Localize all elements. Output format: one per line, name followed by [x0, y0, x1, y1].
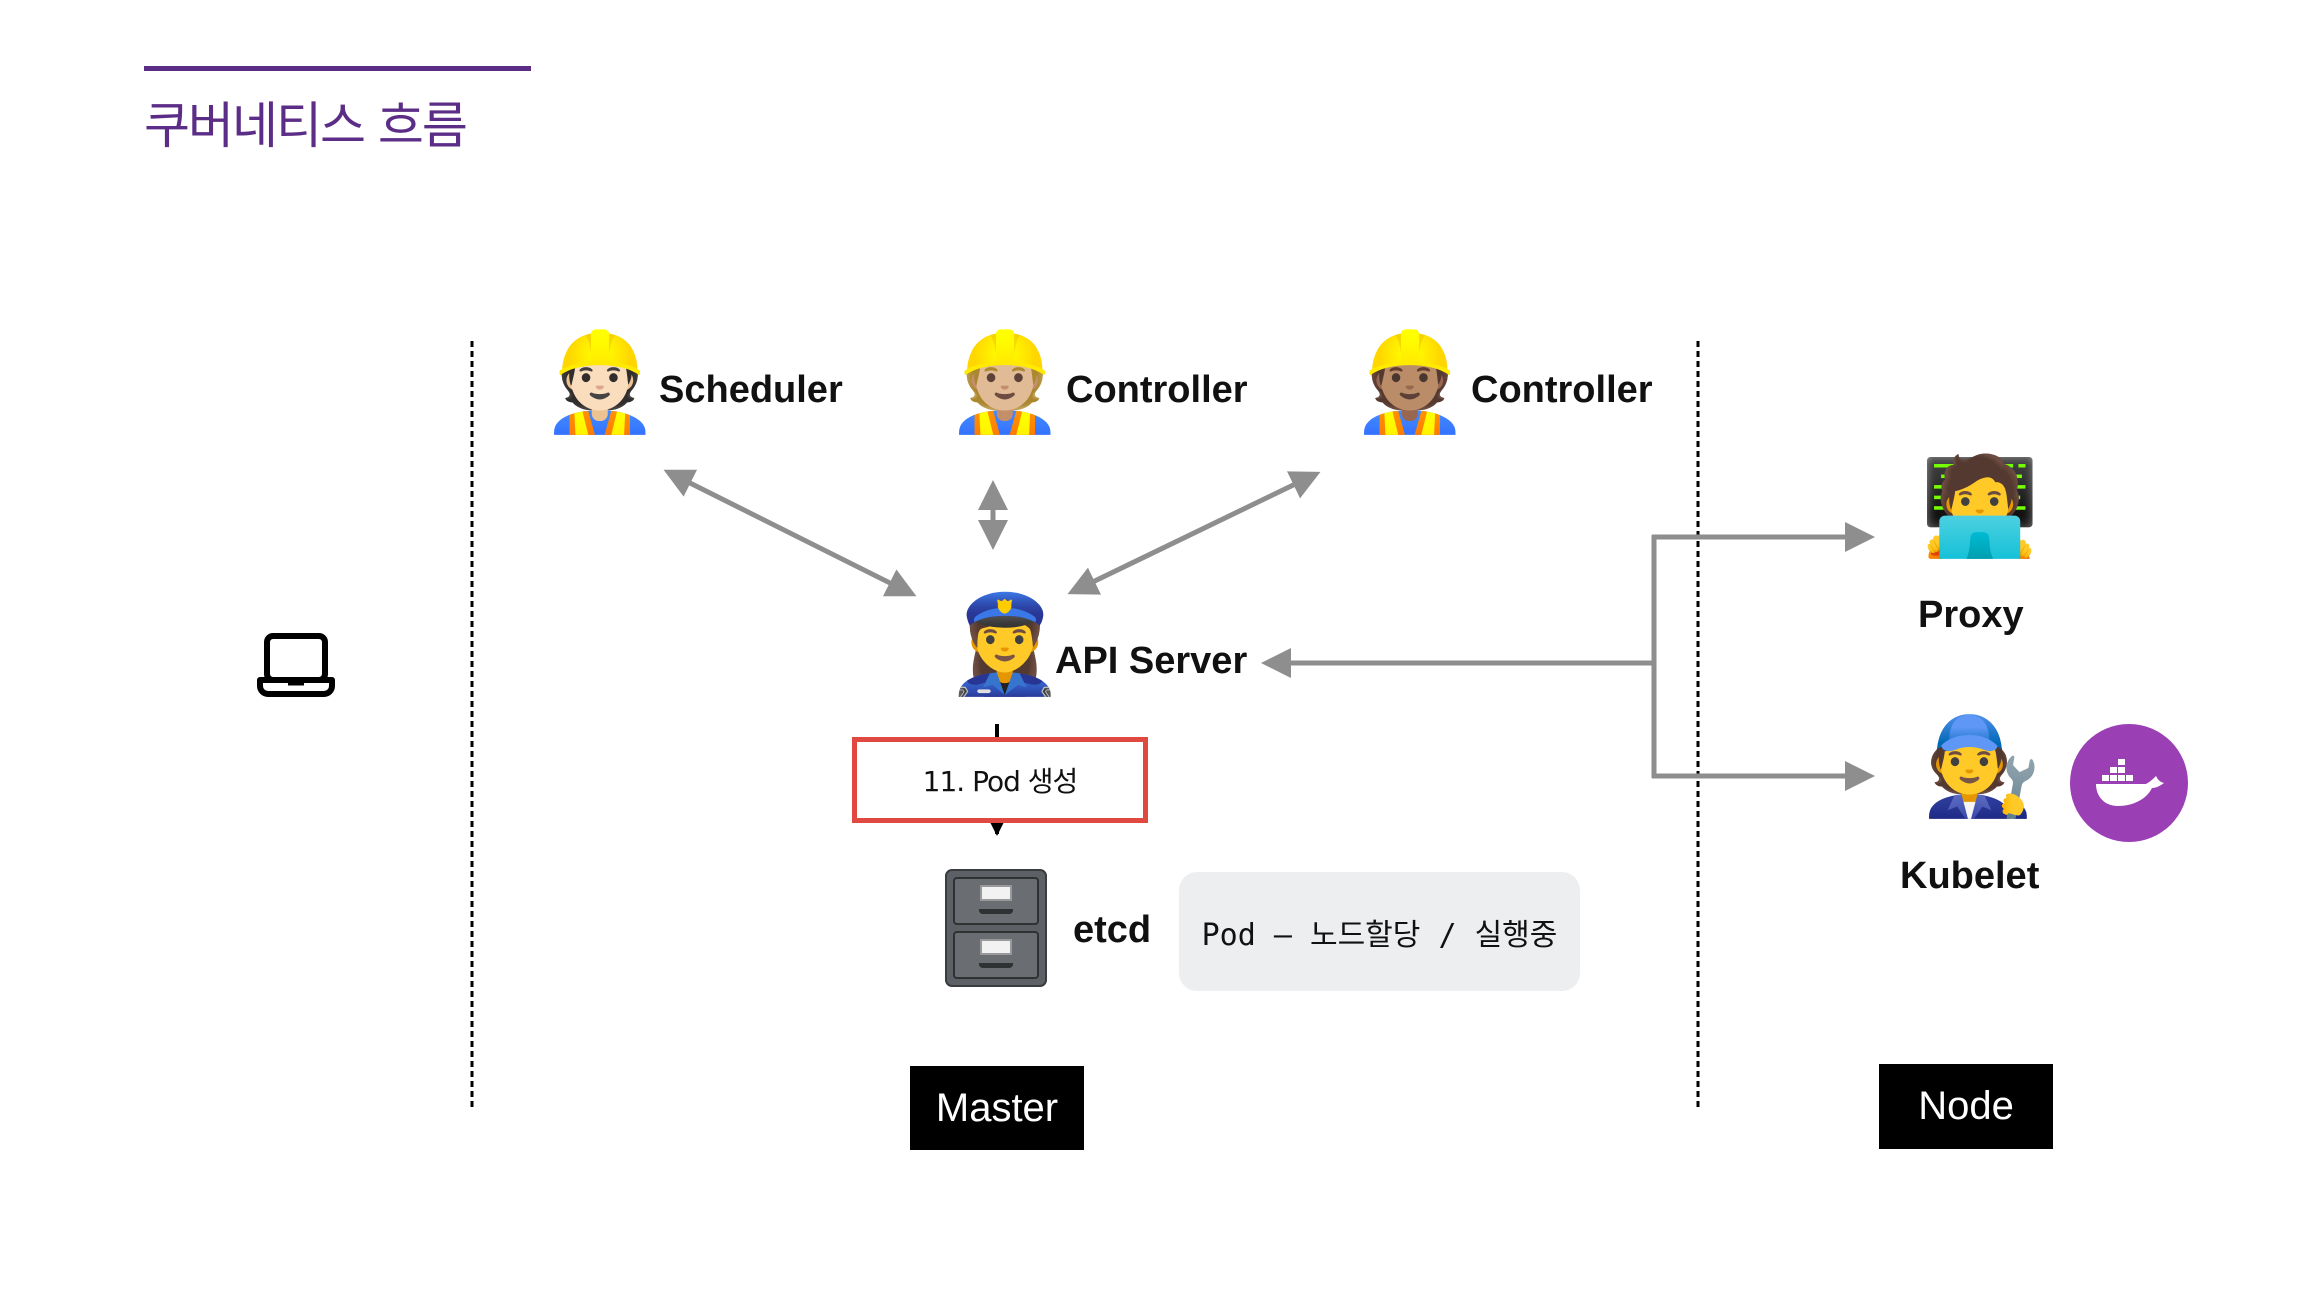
scheduler-label: Scheduler	[659, 369, 843, 411]
master-tag: Master	[910, 1066, 1084, 1150]
file-cabinet-icon	[945, 869, 1047, 987]
title-rule	[144, 66, 531, 71]
controller-label: Controller	[1066, 369, 1248, 411]
technologist-icon: 🧑‍💻	[1920, 450, 2040, 562]
controller-label: Controller	[1471, 369, 1653, 411]
etcd-state-box: Pod – 노드할당 / 실행중	[1179, 872, 1580, 991]
docker-badge	[2070, 724, 2188, 842]
page-title: 쿠버네티스 흐름	[144, 97, 468, 155]
pod-create-step-label: 11. Pod 생성	[922, 765, 1079, 798]
proxy-label: Proxy	[1918, 594, 2024, 636]
etcd-label: etcd	[1073, 909, 1152, 951]
construction-worker-icon: 👷🏼	[945, 326, 1065, 438]
docker-whale-icon	[2096, 759, 2164, 806]
controller2-api-arrow	[1067, 471, 1321, 595]
pod-create-step: 11. Pod 생성	[852, 737, 1148, 823]
node-tag-label: Node	[1918, 1084, 2014, 1128]
api-server-label: API Server	[1055, 640, 1248, 682]
etcd-state-text: Pod – 노드할당 / 실행중	[1201, 917, 1558, 953]
police-officer-icon: 👮‍♀️	[945, 588, 1065, 700]
construction-worker-icon: 👷🏽	[1350, 326, 1470, 438]
kubelet-label: Kubelet	[1900, 855, 2040, 897]
laptop-icon	[257, 633, 335, 697]
master-tag-label: Master	[935, 1085, 1059, 1130]
mechanic-icon: 🧑‍🔧	[1922, 710, 2042, 822]
scheduler-api-arrow	[663, 469, 917, 597]
node-tag: Node	[1879, 1064, 2053, 1149]
construction-worker-icon: 👷🏻	[540, 326, 660, 438]
